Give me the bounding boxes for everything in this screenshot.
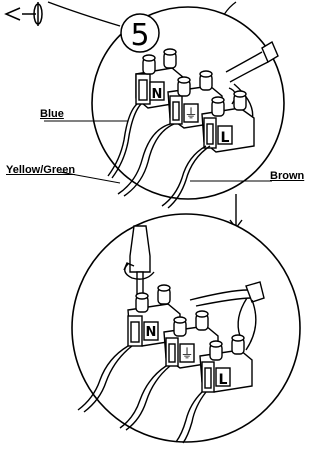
terminal-block-bottom (127, 281, 265, 393)
blue-wire-label: Blue (40, 108, 64, 120)
leader-lines (44, 120, 272, 184)
step-number: 5 (130, 18, 149, 53)
terminal-l-label-top: L (221, 130, 230, 146)
rotation-arrow-icon (123, 262, 155, 280)
terminal-l-label-bottom: L (219, 372, 228, 388)
yellow-green-wire-label: Yellow/Green (6, 164, 76, 176)
terminal-n-label-top: N (152, 87, 163, 102)
step-badge: 5 (120, 13, 160, 53)
terminal-n-label-bottom: N (146, 325, 157, 340)
wires-top (107, 103, 211, 209)
projection-symbol-icon (4, 2, 43, 26)
brown-wire-label: Brown (270, 170, 305, 182)
terminal-earth-label-bottom: ⏚ (180, 347, 193, 362)
terminal-earth-label-top: ⏚ (184, 107, 197, 122)
wires-bottom (77, 345, 207, 444)
terminal-block-top (135, 40, 279, 153)
